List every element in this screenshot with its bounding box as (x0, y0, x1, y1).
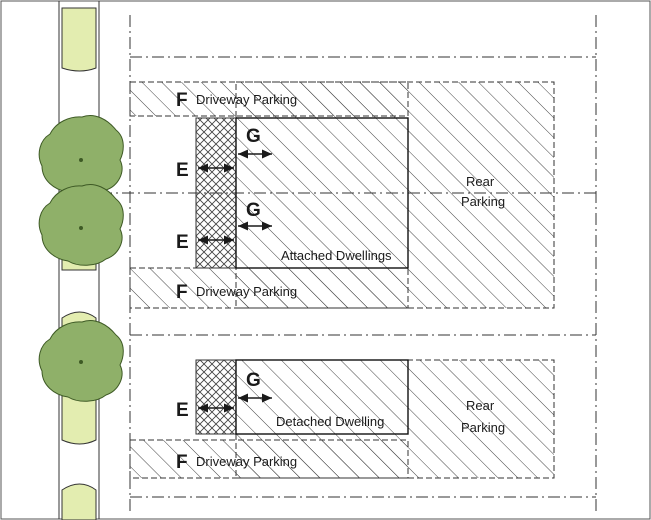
letter-e-label: E (176, 400, 189, 421)
letter-g-label: G (246, 370, 261, 391)
letter-f-label: F (176, 282, 188, 303)
setback-zone (195, 117, 237, 269)
detached-dwelling-outline (235, 359, 409, 435)
verge-strip (61, 483, 97, 520)
tree-icon (38, 115, 124, 197)
setback-zone (195, 359, 237, 435)
attached-dwellings-label: Attached Dwellings (281, 248, 392, 263)
driveway-parking-label: Driveway Parking (196, 92, 297, 107)
hatched-areas (129, 81, 555, 479)
rear-parking-label-line1: Rear (466, 174, 495, 189)
letter-e-label: E (176, 160, 189, 181)
rear-parking-area (235, 81, 555, 309)
dimension-arrows (198, 149, 272, 413)
letter-f-label: F (176, 452, 188, 473)
rear-parking-label-line2: Parking (461, 420, 505, 435)
trees (38, 115, 124, 402)
labels: F Driveway Parking F Driveway Parking F … (176, 90, 505, 473)
rear-parking-label-line1: Rear (466, 398, 495, 413)
letter-e-label: E (176, 232, 189, 253)
rear-parking-label-line2: Parking (461, 194, 505, 209)
detached-dwelling-label: Detached Dwelling (276, 414, 384, 429)
letter-f-label: F (176, 90, 188, 111)
letter-g-label: G (246, 126, 261, 147)
verge-strip (61, 7, 97, 72)
attached-dwellings-outline (235, 117, 409, 269)
driveway-parking-label: Driveway Parking (196, 454, 297, 469)
driveway-parking-label: Driveway Parking (196, 284, 297, 299)
rear-parking-area (235, 359, 555, 479)
tree-icon (38, 184, 124, 266)
letter-g-label: G (246, 200, 261, 221)
